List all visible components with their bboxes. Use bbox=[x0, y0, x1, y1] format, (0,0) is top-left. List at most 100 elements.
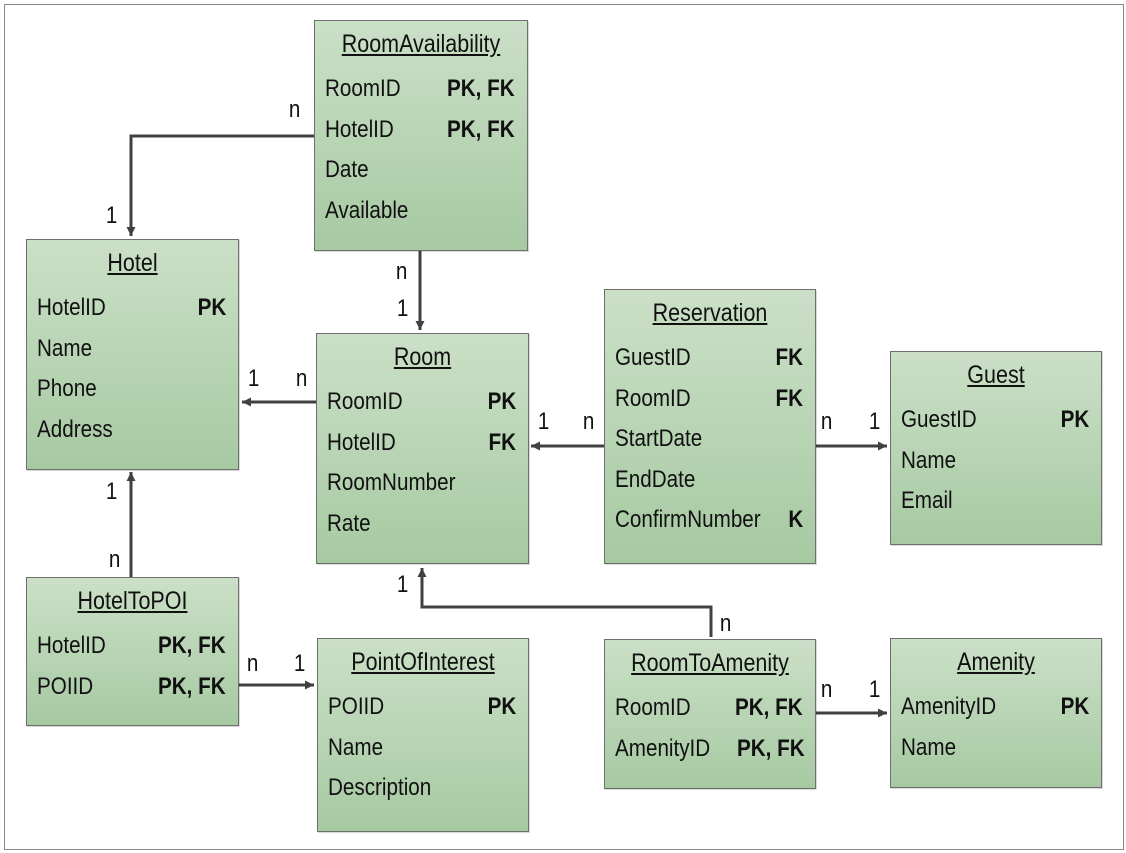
attribute-row: RoomID FK bbox=[605, 379, 815, 420]
attribute-key: PK, FK bbox=[158, 672, 226, 700]
cardinality-label: n bbox=[719, 610, 732, 637]
link-roomavailability-hotel bbox=[126, 134, 316, 236]
attribute-key: PK bbox=[1060, 406, 1089, 433]
attribute-row: Name bbox=[27, 329, 238, 370]
attribute-key: PK bbox=[487, 388, 516, 415]
attribute-row: Available bbox=[315, 191, 527, 232]
attribute-name: AmenityID bbox=[901, 693, 997, 720]
cardinality-label: n bbox=[395, 258, 408, 285]
attribute-name: Name bbox=[901, 446, 957, 474]
cardinality-label: 1 bbox=[868, 408, 881, 435]
attribute-key: PK, FK bbox=[447, 115, 515, 143]
attribute-name: Available bbox=[325, 196, 409, 224]
attribute-name: RoomID bbox=[325, 75, 401, 102]
attribute-name: AmenityID bbox=[615, 734, 711, 762]
attribute-key: PK, FK bbox=[447, 75, 515, 102]
attribute-name: ConfirmNumber bbox=[615, 506, 761, 533]
entity-room: Room RoomID PK HotelID FK RoomNumber Rate bbox=[316, 333, 529, 564]
attribute-name: Description bbox=[328, 774, 432, 801]
attribute-row: AmenityID PK bbox=[891, 687, 1101, 728]
attribute-name: StartDate bbox=[615, 425, 703, 452]
attribute-row: GuestID PK bbox=[891, 400, 1101, 441]
attribute-row: RoomID PK bbox=[317, 382, 528, 423]
cardinality-label: 1 bbox=[396, 571, 409, 598]
attribute-name: HotelID bbox=[327, 428, 396, 456]
attribute-name: Rate bbox=[327, 509, 371, 537]
cardinality-label: 1 bbox=[105, 478, 118, 505]
cardinality-label: 1 bbox=[868, 676, 881, 703]
attribute-row: Name bbox=[891, 728, 1101, 769]
attribute-key: PK, FK bbox=[158, 632, 226, 659]
attribute-row: Phone bbox=[27, 369, 238, 410]
cardinality-label: 1 bbox=[537, 408, 550, 435]
attribute-row: POIID PK bbox=[318, 687, 528, 728]
cardinality-label: n bbox=[108, 546, 121, 573]
attribute-row: Rate bbox=[317, 504, 528, 545]
attribute-name: POIID bbox=[328, 693, 385, 720]
attribute-key: PK, FK bbox=[736, 734, 805, 762]
attribute-name: Date bbox=[325, 156, 369, 183]
attribute-name: Name bbox=[901, 733, 957, 761]
entity-title: HotelToPOI bbox=[77, 587, 188, 615]
entity-title: RoomAvailability bbox=[341, 30, 501, 58]
attribute-name: EndDate bbox=[615, 465, 696, 493]
cardinality-label: n bbox=[246, 650, 259, 677]
entity-title: RoomToAmenity bbox=[631, 649, 789, 677]
attribute-row: HotelID PK, FK bbox=[315, 110, 527, 151]
entity-title: Hotel bbox=[107, 249, 158, 277]
cardinality-label: 1 bbox=[293, 650, 306, 677]
entity-room-availability: RoomAvailability RoomID PK, FK HotelID PK,… bbox=[314, 20, 528, 251]
attribute-name: Address bbox=[37, 415, 113, 443]
attribute-key: PK bbox=[487, 693, 516, 720]
attribute-name: HotelID bbox=[325, 115, 394, 143]
attribute-row: RoomID PK, FK bbox=[315, 69, 527, 110]
attribute-row: AmenityID PK, FK bbox=[605, 729, 815, 770]
entity-title: Room bbox=[393, 343, 452, 371]
cardinality-label: n bbox=[288, 96, 301, 123]
attribute-row: Name bbox=[891, 441, 1101, 482]
attribute-name: Email bbox=[901, 487, 953, 514]
attribute-row: HotelID PK, FK bbox=[27, 626, 238, 667]
attribute-key: FK bbox=[775, 384, 803, 412]
attribute-row: Email bbox=[891, 481, 1101, 522]
attribute-row: Address bbox=[27, 410, 238, 451]
attribute-row: Description bbox=[318, 768, 528, 809]
entity-hotel-to-poi: HotelToPOI HotelID PK, FK POIID PK, FK bbox=[26, 577, 239, 726]
cardinality-label: 1 bbox=[396, 295, 409, 322]
attribute-name: HotelID bbox=[37, 294, 106, 321]
attribute-name: RoomID bbox=[615, 384, 691, 412]
attribute-key: FK bbox=[775, 344, 803, 371]
attribute-row: EndDate bbox=[605, 460, 815, 501]
attribute-row: POIID PK, FK bbox=[27, 667, 238, 708]
attribute-row: Name bbox=[318, 728, 528, 769]
link-roomtoamenity-room bbox=[417, 568, 713, 637]
attribute-name: GuestID bbox=[901, 406, 977, 433]
entity-title: PointOfInterest bbox=[351, 648, 495, 676]
cardinality-label: n bbox=[820, 408, 833, 435]
attribute-name: Name bbox=[328, 733, 384, 761]
attribute-key: FK bbox=[488, 428, 516, 456]
attribute-name: Phone bbox=[37, 375, 97, 402]
attribute-name: RoomID bbox=[327, 388, 403, 415]
cardinality-label: n bbox=[295, 365, 308, 392]
attribute-row: RoomNumber bbox=[317, 463, 528, 504]
cardinality-label: 1 bbox=[247, 365, 260, 392]
attribute-name: RoomID bbox=[615, 694, 691, 721]
attribute-row: GuestID FK bbox=[605, 338, 815, 379]
attribute-row: Date bbox=[315, 150, 527, 191]
attribute-name: GuestID bbox=[615, 344, 691, 371]
cardinality-label: 1 bbox=[105, 202, 118, 229]
attribute-name: RoomNumber bbox=[327, 469, 456, 496]
attribute-name: HotelID bbox=[37, 632, 106, 659]
attribute-key: PK bbox=[1060, 693, 1089, 720]
attribute-name: POIID bbox=[37, 672, 94, 700]
